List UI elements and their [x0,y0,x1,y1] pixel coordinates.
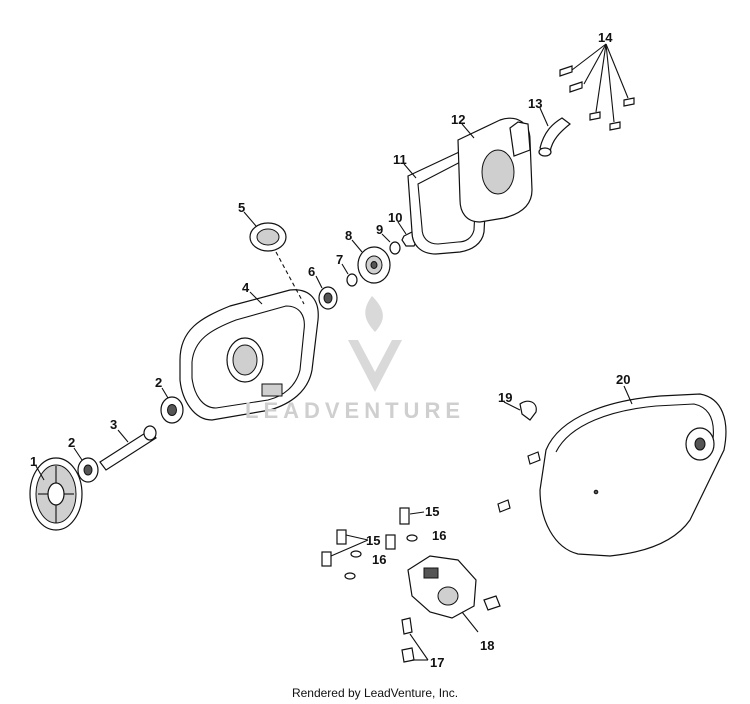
part-4-housing [179,289,319,421]
part-6-bushing [318,286,338,310]
callout-5: 5 [238,200,245,215]
callout-4: 4 [242,280,250,295]
callout-7: 7 [336,252,343,267]
footer-credit: Rendered by LeadVenture, Inc. [291,686,459,700]
callout-labels: 1 2 3 2 4 5 6 7 8 9 10 11 12 13 14 15 15… [30,30,630,670]
part-20-cover [497,393,727,557]
callout-20: 20 [616,372,630,387]
callout-2-upper: 2 [155,375,162,390]
part-9-washer [389,241,401,255]
part-18-pump-body [407,555,501,633]
callout-15-lower: 15 [366,533,380,548]
callout-3: 3 [110,417,117,432]
part-2-bearing-lower [77,457,99,483]
part-1-gear [29,457,83,531]
part-15-16-dowels [321,507,425,580]
part-7-washer [346,273,358,287]
callout-14: 14 [598,30,613,45]
callout-2-lower: 2 [68,435,75,450]
part-17-bolts [401,617,429,663]
leader-lines [35,107,633,481]
callout-16-upper: 16 [432,528,446,543]
callout-6: 6 [308,264,315,279]
part-5-seal [249,222,305,305]
callout-13: 13 [528,96,542,111]
callout-16-lower: 16 [372,552,386,567]
callout-15-upper: 15 [425,504,439,519]
callout-17: 17 [430,655,444,670]
callout-10: 10 [388,210,402,225]
callout-12: 12 [451,112,465,127]
part-12-pump-cover [457,117,533,223]
part-3-shaft [99,425,157,471]
callout-19: 19 [498,390,512,405]
callout-11: 11 [393,152,407,167]
callout-9: 9 [376,222,383,237]
part-13-elbow-fitting [538,117,571,157]
watermark-text: LEADVENTURE [245,398,466,423]
part-2-bearing-upper [160,396,184,424]
callout-8: 8 [345,228,352,243]
callout-18: 18 [480,638,494,653]
part-14-bolts [559,43,635,131]
part-8-impeller [357,246,391,284]
part-19-clamp [519,400,537,421]
callout-1: 1 [30,454,37,469]
watermark-logo [348,296,402,392]
